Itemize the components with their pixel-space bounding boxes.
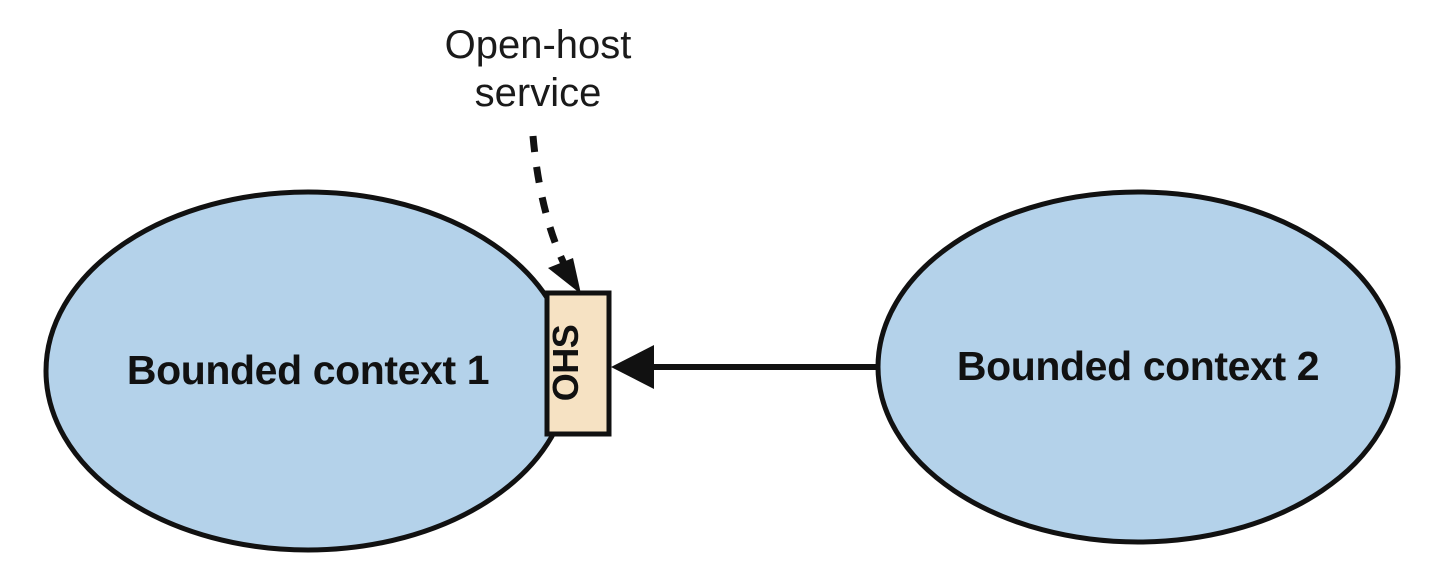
ohs-box-rect[interactable]	[544, 290, 612, 437]
callout-connector[interactable]	[529, 135, 581, 294]
callout-dashed-line[interactable]	[529, 135, 570, 270]
connector-arrowhead-icon	[611, 345, 654, 389]
open-host-service-callout: Open-host service	[445, 23, 632, 115]
ohs-box-label: OHS	[545, 325, 586, 402]
upstream-downstream-connector[interactable]	[611, 345, 880, 389]
ohs-box[interactable]: OHS	[544, 290, 612, 437]
bounded-context-2-node[interactable]: Bounded context 2	[875, 189, 1401, 545]
callout-line-1: Open-host	[445, 23, 632, 67]
callout-line-2: service	[475, 71, 602, 115]
bounded-context-1-label: Bounded context 1	[127, 347, 489, 393]
callout-arrowhead-icon	[548, 258, 581, 294]
bounded-context-2-label: Bounded context 2	[957, 343, 1319, 389]
bounded-context-1-node[interactable]: Bounded context 1	[43, 189, 573, 553]
